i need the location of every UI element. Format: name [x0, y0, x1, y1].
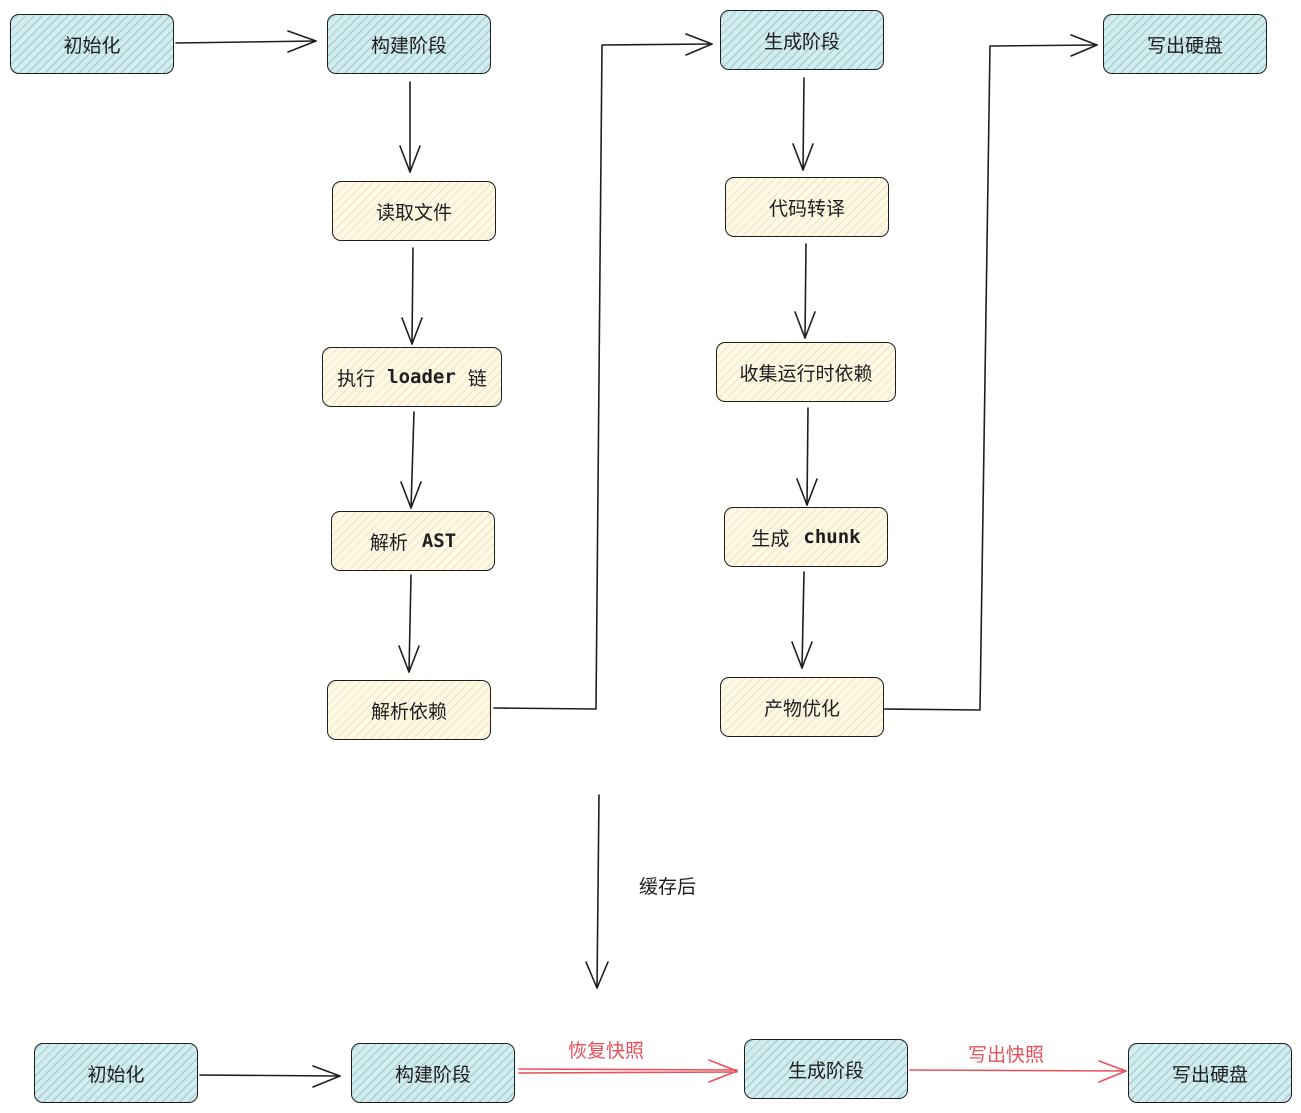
node-build-stage: 构建阶段: [327, 14, 491, 74]
arrow-generate-to-transpile: [792, 77, 814, 171]
restore-snapshot-label: 恢复快照: [568, 1040, 645, 1062]
node-read-file-label: 读取文件: [375, 201, 452, 224]
node-build-stage-label: 构建阶段: [370, 34, 447, 57]
node-collect-runtime: 收集运行时依赖: [716, 342, 896, 402]
node-bottom-init: 初始化: [34, 1043, 198, 1103]
arrow-optimize-to-write: [883, 34, 1098, 711]
node-parse-ast-code: AST: [421, 530, 457, 552]
arrow-build-to-read: [399, 81, 421, 173]
node-read-file: 读取文件: [332, 181, 496, 241]
node-gen-chunk: 生成 chunk: [724, 507, 888, 567]
arrow-runtime-to-chunk: [796, 407, 818, 506]
arrow-cache-transition: [585, 794, 609, 989]
node-bottom-build-stage: 构建阶段: [351, 1043, 515, 1103]
arrow-loader-to-ast: [400, 411, 422, 509]
node-bottom-write-disk-label: 写出硬盘: [1171, 1063, 1248, 1086]
arrow-chunk-to-optimize: [791, 571, 813, 669]
node-parse-deps: 解析依赖: [327, 680, 491, 740]
arrow-bottom-generate-to-write: [909, 1060, 1127, 1083]
node-collect-runtime-label: 收集运行时依赖: [739, 362, 873, 385]
node-bottom-init-label: 初始化: [87, 1063, 145, 1086]
node-gen-chunk-prefix: 生成: [751, 527, 790, 550]
node-transpile: 代码转译: [725, 177, 889, 237]
node-parse-ast-prefix: 解析: [369, 531, 408, 554]
node-generate-stage: 生成阶段: [720, 10, 884, 70]
node-write-disk-label: 写出硬盘: [1146, 34, 1223, 57]
node-write-disk: 写出硬盘: [1103, 14, 1267, 74]
node-init: 初始化: [10, 14, 174, 74]
node-gen-chunk-code: chunk: [803, 526, 861, 548]
arrow-init-to-build: [175, 30, 317, 53]
arrow-read-to-loader: [401, 247, 423, 345]
arrow-bottom-build-to-generate: [518, 1059, 738, 1083]
arrow-deps-to-generate: [493, 33, 713, 710]
node-parse-ast: 解析 AST: [331, 511, 495, 571]
node-transpile-label: 代码转译: [768, 197, 845, 220]
arrow-bottom-init-to-build: [199, 1065, 341, 1088]
node-run-loader: 执行 loader 链: [322, 347, 502, 407]
node-run-loader-code: loader: [387, 366, 456, 388]
node-bottom-generate-stage-label: 生成阶段: [787, 1059, 864, 1082]
node-optimize-label: 产物优化: [763, 697, 840, 720]
write-snapshot-label: 写出快照: [968, 1044, 1045, 1066]
node-bottom-generate-stage: 生成阶段: [744, 1039, 908, 1099]
arrow-transpile-to-runtime: [794, 243, 816, 339]
node-optimize: 产物优化: [720, 677, 884, 737]
node-init-label: 初始化: [63, 34, 121, 57]
node-parse-deps-label: 解析依赖: [370, 700, 447, 723]
node-run-loader-suffix: 链: [467, 367, 487, 390]
cache-transition-label: 缓存后: [639, 876, 697, 898]
node-run-loader-prefix: 执行: [337, 367, 376, 390]
arrow-ast-to-deps: [398, 574, 420, 673]
node-generate-stage-label: 生成阶段: [763, 30, 840, 53]
node-bottom-write-disk: 写出硬盘: [1128, 1043, 1292, 1103]
node-bottom-build-stage-label: 构建阶段: [394, 1063, 471, 1086]
